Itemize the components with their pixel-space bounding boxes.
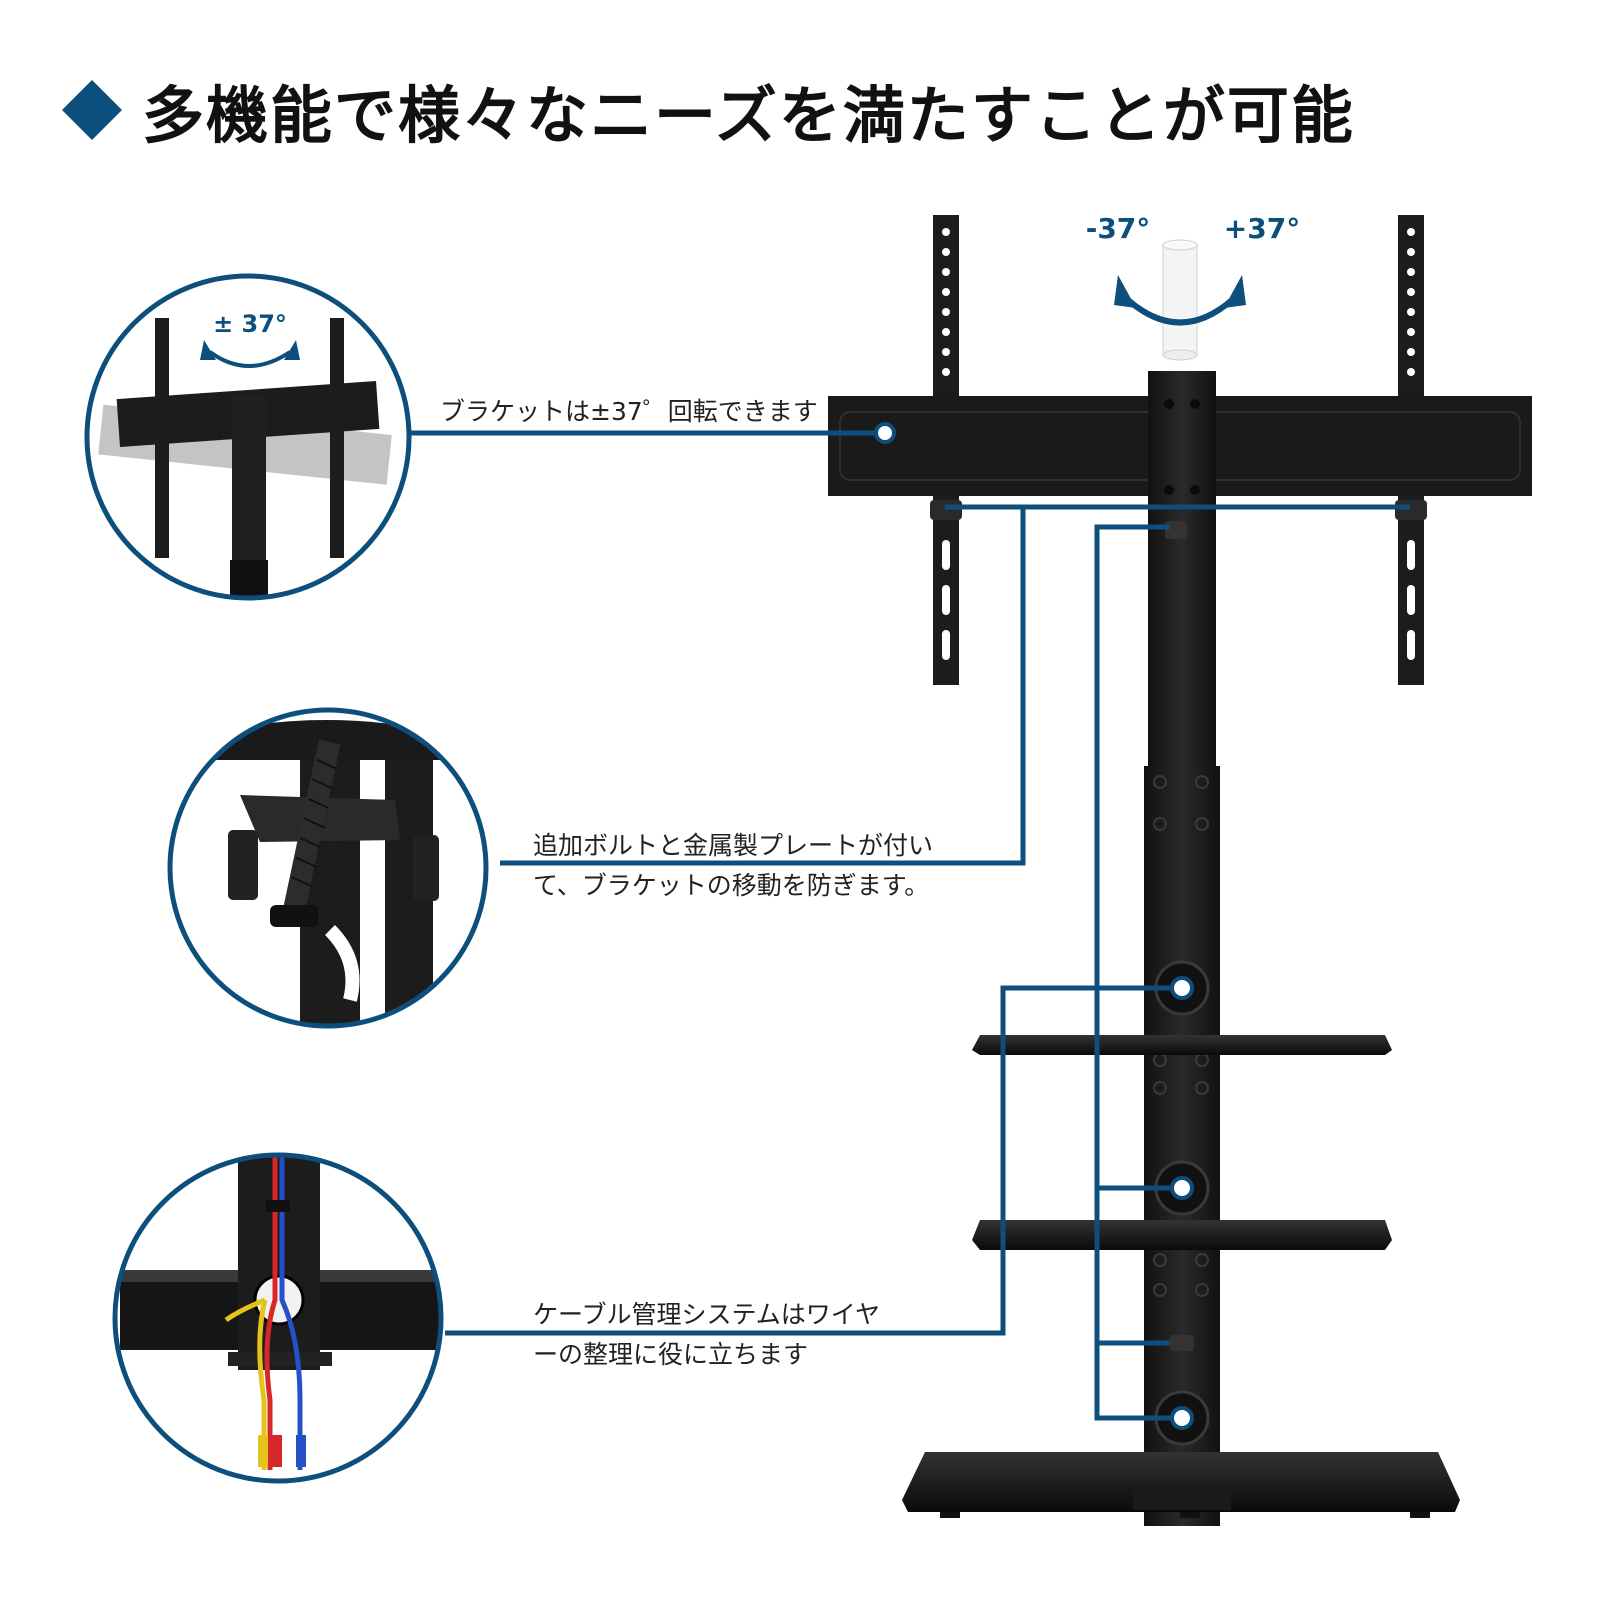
rotation-arrow-icon <box>1114 275 1246 326</box>
connector-lines <box>410 430 1410 1421</box>
page-title: 多機能で様々なニーズを満たすことが可能 <box>60 70 1355 152</box>
rotation-left-label: -37° <box>1086 212 1151 245</box>
callout-rotation-line: ブラケットは±37゜回転できます <box>440 397 818 426</box>
glass-shelf-lower <box>972 1220 1392 1250</box>
inset-cable-management <box>112 1152 444 1484</box>
callout-cable-line-2: ーの整理に役に立ちます <box>533 1340 809 1369</box>
diamond-bullet-icon <box>62 80 122 140</box>
upper-column <box>1148 371 1216 771</box>
rotation-right-label: +37° <box>1224 212 1300 245</box>
inset-rotation-label: ± 37° <box>213 310 287 338</box>
callout-cable: ケーブル管理システムはワイヤ ーの整理に役に立ちます <box>533 1295 880 1375</box>
callout-cable-line-1: ケーブル管理システムはワイヤ <box>533 1300 881 1329</box>
callout-bolt-line-1: 追加ボルトと金属製プレートが付い <box>533 831 934 860</box>
inset-bolt-plate <box>167 707 489 1029</box>
callout-bolt-line-2: て、ブラケットの移動を防ぎます。 <box>533 871 930 900</box>
glass-base <box>902 1452 1460 1512</box>
title-text: 多機能で様々なニーズを満たすことが可能 <box>142 79 1355 152</box>
callout-rotation: ブラケットは±37゜回転できます <box>440 392 818 432</box>
inset-bracket-rotation: ± 37° <box>84 273 412 601</box>
swivel-cylinder <box>1162 239 1198 361</box>
callout-bolt: 追加ボルトと金属製プレートが付い て、ブラケットの移動を防ぎます。 <box>533 826 933 906</box>
glass-shelf-upper <box>972 1035 1392 1055</box>
tv-stand <box>828 215 1532 1526</box>
